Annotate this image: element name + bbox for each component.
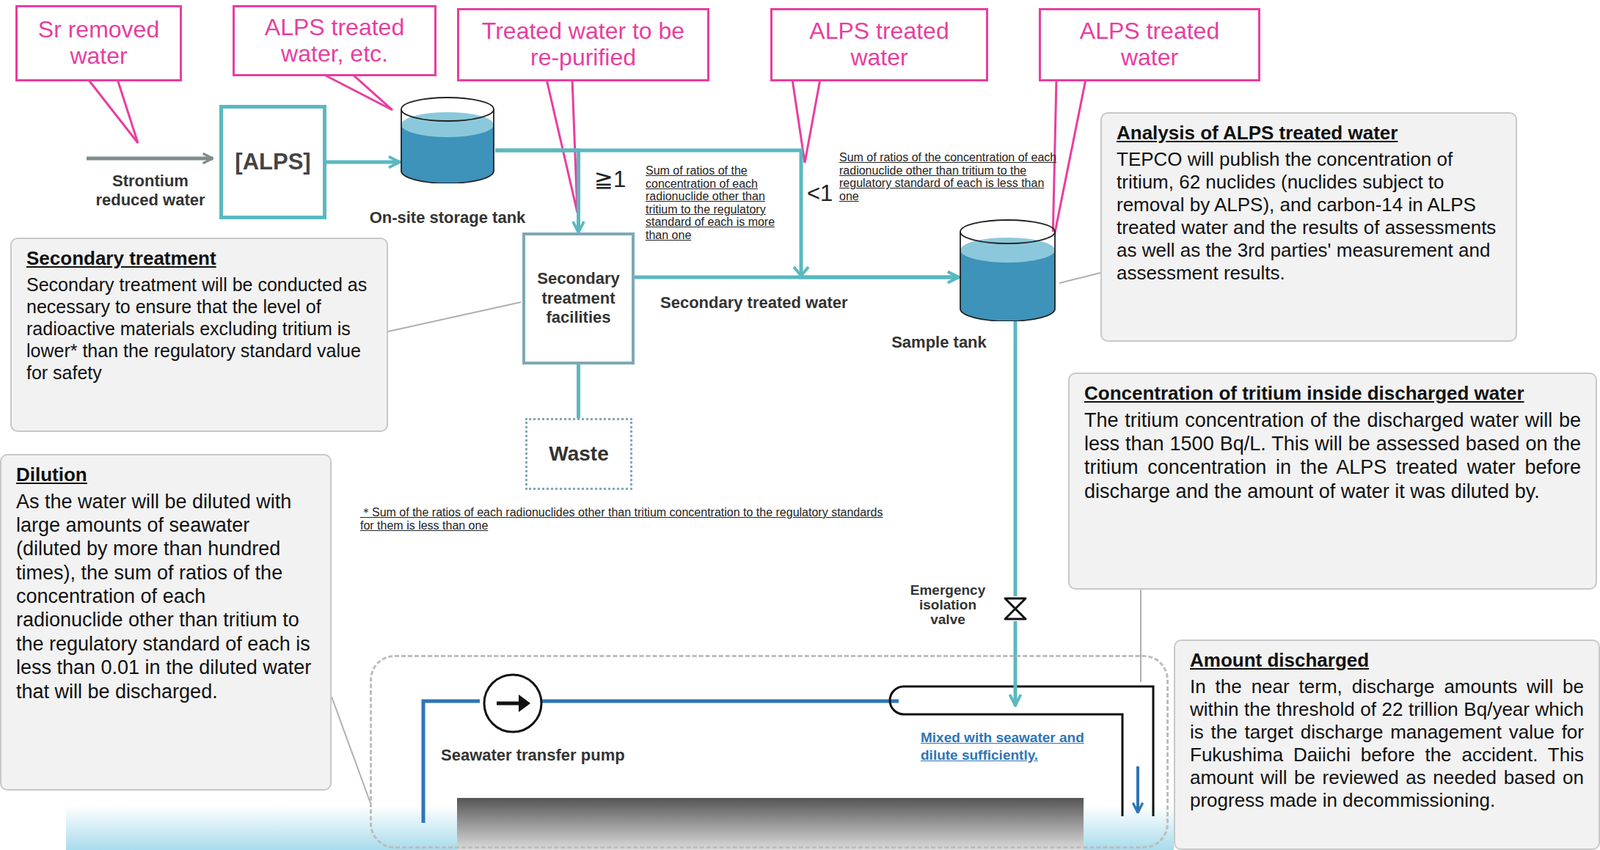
pump-circle: [484, 674, 542, 733]
node-heading: [ALPS]: [234, 148, 311, 176]
flow-connector: [634, 275, 959, 280]
dilution-region: Mixed with seawater and dilute sufficien…: [369, 655, 1169, 849]
node-heading: Secondary treatment: [26, 246, 372, 271]
node-heading: Waste: [548, 442, 609, 466]
leader-line: [331, 696, 371, 804]
note-box: Secondary treatmentSecondary treatment w…: [10, 237, 389, 433]
node-body: As the water will be diluted with large …: [16, 490, 316, 705]
tank-shape: [958, 219, 1057, 322]
node-heading: Sr removed water: [24, 16, 173, 70]
callout-bubble: Treated water to be re-purified: [457, 8, 710, 82]
node-body: In the near term, discharge amounts will…: [1189, 675, 1584, 813]
tank-rim: [401, 97, 494, 122]
water-surface: [960, 237, 1055, 263]
flow-connector: [1013, 621, 1018, 706]
inflow-arrow: [86, 156, 213, 161]
tank-outline: [960, 231, 1055, 322]
callout-tail: [1052, 79, 1086, 244]
leader-line: [1140, 589, 1142, 683]
flow-connector: [576, 364, 581, 419]
flow-connector: [326, 160, 400, 165]
node-body: The tritium concentration of the dischar…: [1084, 408, 1581, 504]
leader-line: [388, 302, 521, 332]
pump-shape: [481, 672, 544, 735]
callout-tail: [546, 79, 578, 213]
process-box: [ALPS]: [219, 104, 327, 220]
node-body: Secondary treatment will be conducted as…: [26, 273, 372, 384]
node-heading: Seawater transfer pump: [440, 746, 626, 766]
tank-body: [960, 231, 1055, 322]
node-heading: ALPS treated water: [779, 18, 979, 72]
note-box: Concentration of tritium inside discharg…: [1068, 372, 1598, 590]
tank-rim: [960, 220, 1055, 244]
water-surface: [401, 112, 494, 138]
discharge-arrow: [1136, 766, 1140, 813]
node-heading: On-site storage tank: [366, 208, 529, 228]
note-box: Amount dischargedIn the near term, disch…: [1173, 639, 1600, 850]
node-heading: Amount discharged: [1189, 648, 1584, 673]
isolation-valve: Emergency isolation valve: [1002, 596, 1028, 622]
node-heading: Treated water to be re-purified: [466, 18, 700, 72]
valve-shape: [1002, 596, 1028, 622]
valve-hourglass: [1005, 598, 1026, 620]
callout-tail: [322, 74, 393, 111]
discharge-pipe: [889, 686, 1154, 817]
diagram-label: Secondary treated water: [660, 293, 896, 313]
node-heading: ALPS treated water: [1048, 18, 1251, 72]
waste-box: Waste: [525, 418, 633, 491]
seabed-structure: [457, 798, 1084, 850]
sample-tank: Sample tank: [958, 219, 1057, 322]
node-body: TEPCO will publish the concentration of …: [1116, 148, 1501, 286]
storage-tank: On-site storage tank: [399, 96, 496, 184]
node-heading: Secondary treatment facilities: [529, 269, 628, 328]
node-heading: Analysis of ALPS treated water: [1116, 121, 1501, 146]
diagram-label: <1: [806, 180, 840, 207]
callout-bubble: ALPS treated water: [1038, 8, 1261, 82]
node-heading: ALPS treated water, etc.: [242, 14, 427, 68]
callout-bubble: ALPS treated water: [770, 8, 989, 82]
note-box: Analysis of ALPS treated waterTEPCO will…: [1100, 112, 1518, 342]
diagram-label: ＊Sum of the ratios of each radionuclides…: [360, 506, 889, 532]
node-heading: Sample tank: [876, 333, 1002, 353]
pump-symbol: Seawater transfer pump: [481, 672, 544, 735]
callout-bubble: Sr removed water: [15, 5, 182, 82]
pump-arrowhead: [518, 694, 531, 713]
flow-connector: [1013, 321, 1018, 597]
tank-shape: [399, 96, 496, 184]
node-heading: Dilution: [16, 462, 316, 488]
diagram-label: ≧1: [594, 165, 627, 193]
leader-line: [1059, 272, 1101, 284]
diagram-label: Sum of ratios of the concentration of ea…: [645, 164, 780, 243]
process-box: Secondary treatment facilities: [522, 232, 635, 365]
node-heading: Mixed with seawater and dilute sufficien…: [920, 729, 1119, 765]
callout-tail: [88, 79, 138, 144]
diagram-label: Strontium reduced water: [88, 171, 213, 211]
diagram-label: Sum of ratios of the concentration of ea…: [839, 151, 1060, 203]
note-box: DilutionAs the water will be diluted wit…: [0, 454, 332, 791]
seawater-pipe: [541, 699, 899, 704]
node-heading: Emergency isolation valve: [900, 583, 996, 628]
node-heading: Concentration of tritium inside discharg…: [1084, 381, 1581, 406]
callout-bubble: ALPS treated water, etc.: [232, 5, 437, 77]
